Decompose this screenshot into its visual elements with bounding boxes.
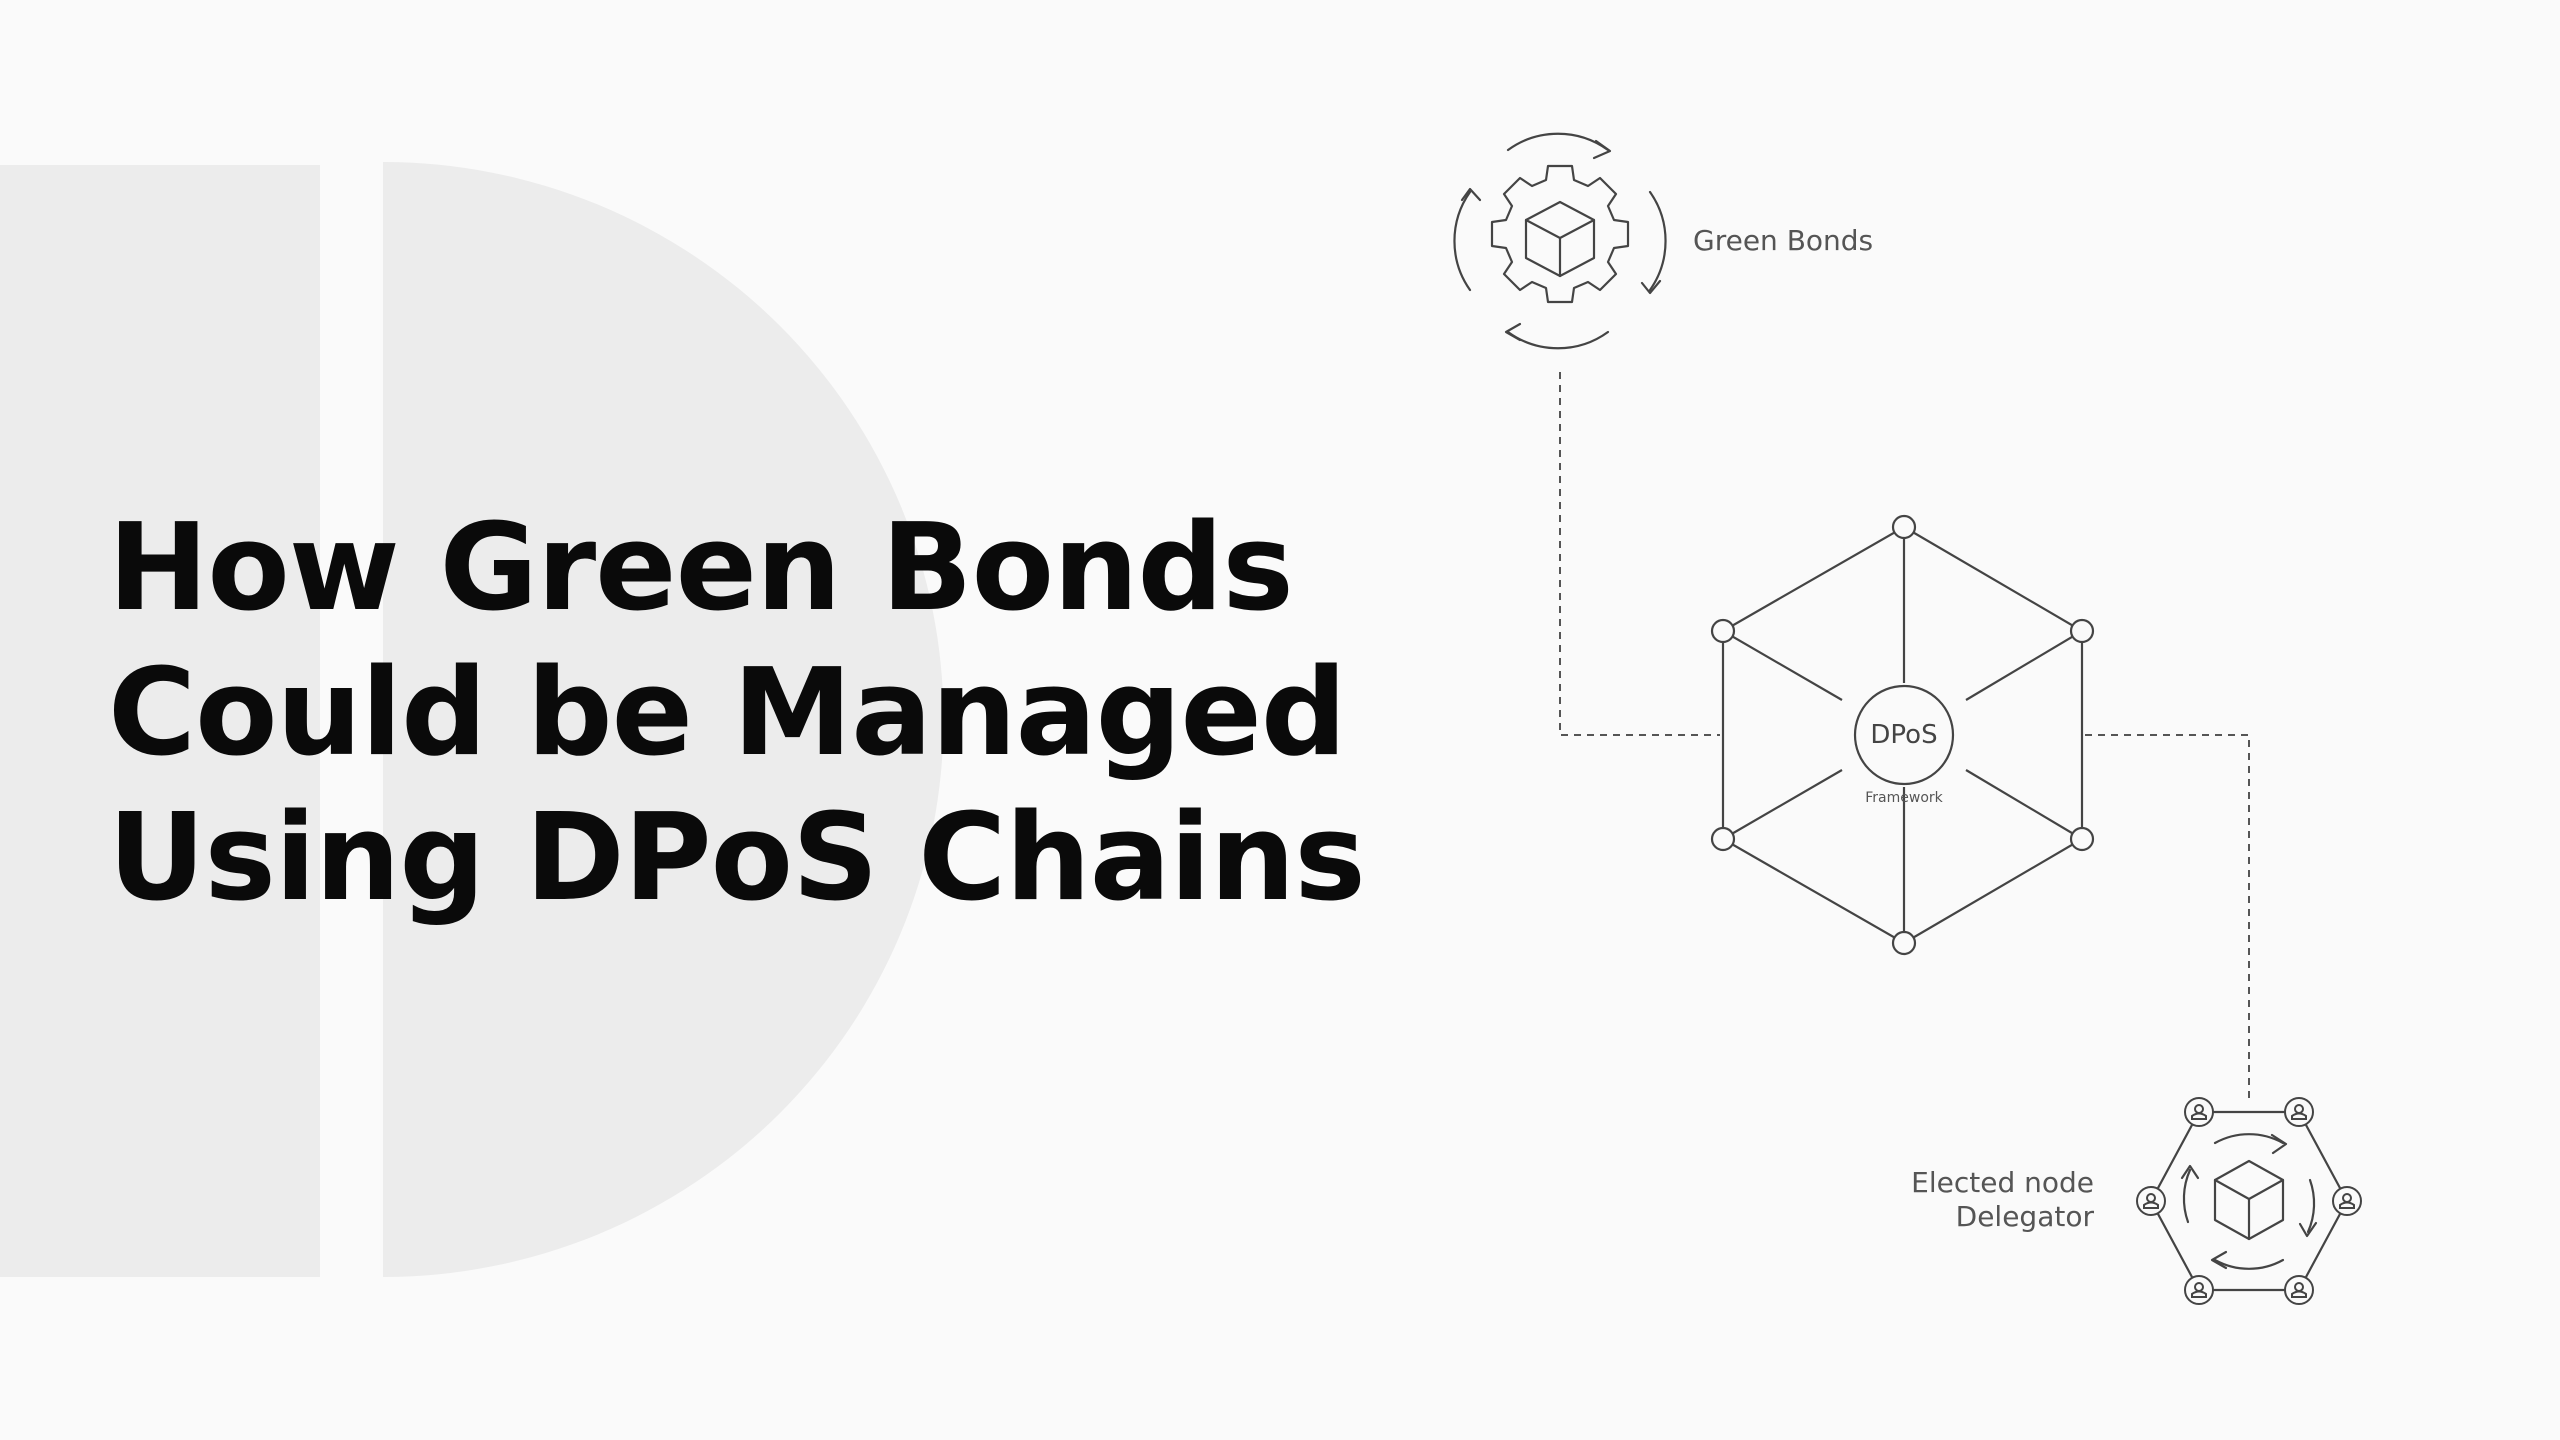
person-icon [2284,1097,2314,1127]
connectors [1559,372,2250,1100]
person-icon [2284,1275,2314,1305]
person-icon [2184,1097,2214,1127]
title-line-1: How Green Bonds [108,499,1294,638]
center-node-label: DPoS [1870,720,1937,750]
bottom-node-label-line-1: Elected node [1911,1166,2094,1199]
hexagon-network-icon [1710,514,2095,956]
decor-left-block [0,165,320,1277]
page-title: How Green Bonds Could be Managed Using D… [108,496,1366,931]
delegator-person-icons [2136,1097,2362,1305]
person-icon [2184,1275,2214,1305]
connector-center-to-bottom [2085,734,2250,1100]
bottom-node-label-line-2: Delegator [1956,1200,2095,1233]
title-line-3: Using DPoS Chains [108,789,1366,928]
center-node-sublabel: Framework [1865,790,1943,806]
connector-top-to-center [1559,372,1720,736]
top-node-label: Green Bonds [1693,224,1873,257]
gear-cube-cycle-icon [1453,132,1667,350]
decor-d-shape [383,162,944,1277]
person-icon [2136,1186,2166,1216]
delegator-hexagon-icon [2149,1110,2349,1292]
title-line-2: Could be Managed [108,644,1347,783]
person-icon [2332,1186,2362,1216]
